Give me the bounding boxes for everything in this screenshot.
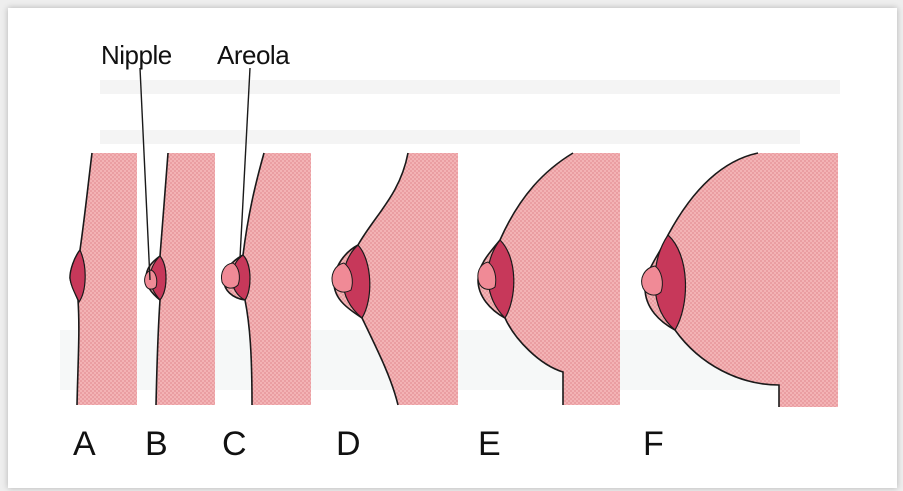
- stage-label-d: D: [336, 425, 361, 463]
- stage-label-a: A: [73, 425, 96, 463]
- nipple-label: Nipple: [101, 40, 172, 70]
- stage-label-c: C: [222, 425, 247, 463]
- stage-label-b: B: [145, 425, 168, 463]
- nipple-leader-line: [140, 68, 150, 280]
- stage-label-e: E: [478, 425, 501, 463]
- stage-a-figure: [70, 153, 137, 405]
- stage-label-f: F: [643, 425, 664, 463]
- areola-label: Areola: [217, 40, 290, 70]
